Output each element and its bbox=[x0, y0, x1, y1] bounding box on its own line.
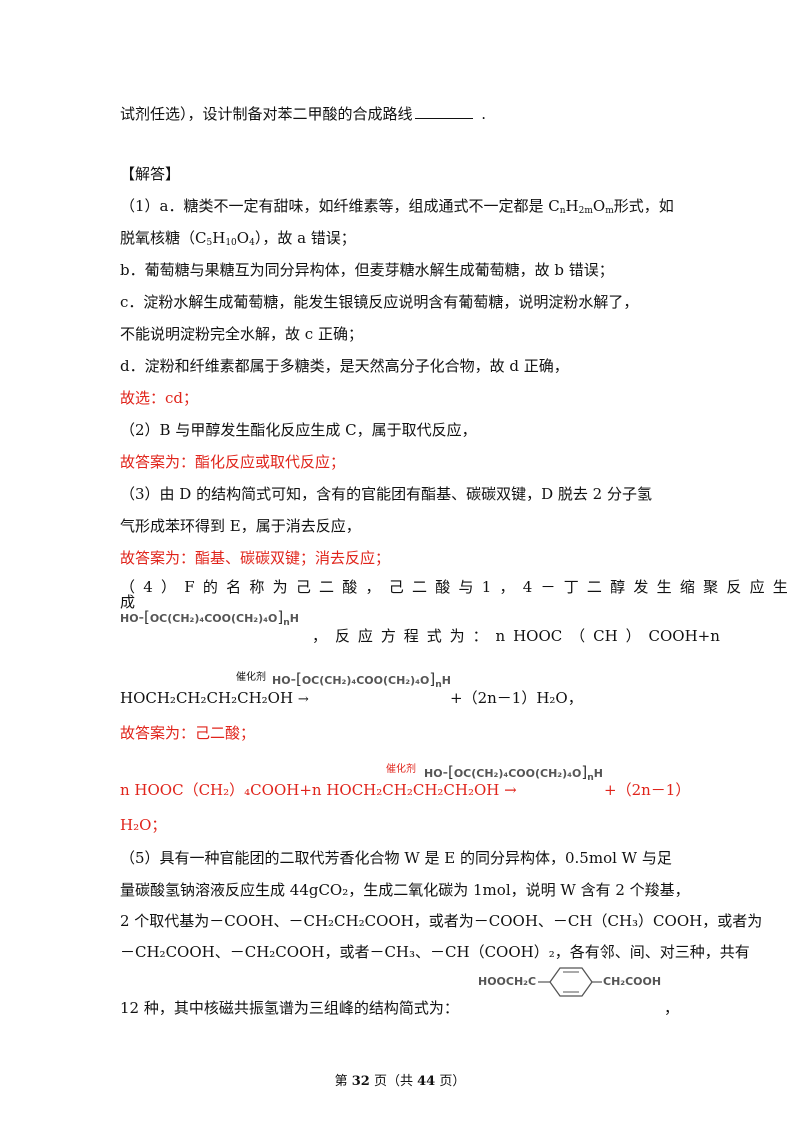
justified-word: 丁 bbox=[563, 578, 579, 596]
answer-line: +（2n－1） bbox=[604, 781, 691, 799]
justified-word: ） bbox=[625, 627, 641, 645]
text-line: 2 个取代基为－COOH、－CH₂CH₂COOH，或者为－COOH、－CH（CH… bbox=[120, 912, 763, 930]
answer-line: n HOOC（CH₂）₄COOH+n HOCH₂CH₂CH₂CH₂OH → bbox=[120, 781, 517, 799]
justified-word: 二 bbox=[586, 578, 602, 596]
justified-word: 二 bbox=[411, 578, 427, 596]
justified-word: 称 bbox=[249, 578, 265, 596]
justified-word: 酸 bbox=[435, 578, 451, 596]
text-line: b．葡萄糖与果糖互为同分异构体，但麦芽糖水解生成葡萄糖，故 b 错误； bbox=[120, 261, 614, 279]
text-line: －CH₂COOH、－CH₂COOH，或者－CH₃、－CH（COOH）₂，各有邻、… bbox=[120, 943, 750, 961]
answer-line: 故答案为：酯化反应或取代反应； bbox=[120, 453, 346, 471]
justified-word: 二 bbox=[319, 578, 335, 596]
polymer-formula: HO-[OC(CH₂)₄COO(CH₂)₄O]nH bbox=[272, 670, 451, 691]
text-line: 气形成苯环得到 E，属于消去反应， bbox=[120, 517, 361, 535]
justified-word: 己 bbox=[295, 578, 311, 596]
justified-word: 方 bbox=[380, 627, 396, 645]
justified-word: 反 bbox=[334, 627, 350, 645]
text-line: （1）a．糖类不一定有甜味，如纤维素等，组成通式不一定都是 CnH2mOm形式，… bbox=[120, 197, 674, 216]
catalyst-label: 催化剂 bbox=[386, 764, 416, 775]
text-line: （2）B 与甲醇发生酯化反应生成 C，属于取代反应， bbox=[120, 421, 477, 439]
text-line: 量碳酸氢钠溶液反应生成 44gCO₂，生成二氧化碳为 1mol，说明 W 含有 … bbox=[120, 881, 690, 899]
text-line: d．淀粉和纤维素都属于多糖类，是天然高分子化合物，故 d 正确， bbox=[120, 357, 569, 375]
justified-word: （ bbox=[120, 578, 136, 596]
text-line: （5）具有一种官能团的二取代芳香化合物 W 是 E 的同分异构体，0.5mol … bbox=[120, 849, 672, 867]
justified-word: 己 bbox=[388, 578, 404, 596]
text-line: 试剂任选），设计制备对苯二甲酸的合成路线 . bbox=[120, 104, 487, 123]
answer-blank bbox=[414, 104, 473, 119]
justified-word: ： bbox=[472, 627, 488, 645]
justified-word: ， bbox=[365, 578, 381, 596]
text-line: 不能说明淀粉完全水解，故 c 正确； bbox=[120, 325, 363, 343]
answer-line: H₂O； bbox=[120, 816, 167, 834]
polymer-formula: HO-[OC(CH₂)₄COO(CH₂)₄O]nH bbox=[424, 763, 603, 784]
answer-line: 故答案为：己二酸； bbox=[120, 724, 256, 742]
reaction-arrow-icon: → bbox=[297, 692, 309, 707]
structure-right-group: CH₂COOH bbox=[603, 975, 661, 988]
justified-word: （ bbox=[570, 627, 586, 645]
page-total: 44 bbox=[417, 1074, 436, 1089]
text-line: 成 bbox=[120, 593, 136, 611]
justified-word: 发 bbox=[633, 578, 649, 596]
structure-left-group: HOOCH₂C bbox=[478, 975, 536, 988]
justified-word: ， bbox=[312, 627, 328, 645]
page-number: 32 bbox=[351, 1074, 370, 1089]
justified-word: 与 bbox=[458, 578, 474, 596]
justified-word: 名 bbox=[226, 578, 242, 596]
justified-word: 的 bbox=[202, 578, 218, 596]
text-line: 12 种，其中核磁共振氢谱为三组峰的结构简式为： bbox=[120, 999, 459, 1017]
justified-word: 为 bbox=[272, 578, 288, 596]
answer-line: 故选：cd； bbox=[120, 389, 199, 407]
text-line-justified: ， 反应方程式为 ： n HOOC （ CH ） COOH+n bbox=[312, 626, 720, 646]
justified-word: 醇 bbox=[610, 578, 626, 596]
justified-word: n bbox=[495, 627, 506, 645]
text-line: （3）由 D 的结构简式可知，含有的官能团有酯基、碳碳双键，D 脱去 2 分子氢 bbox=[120, 485, 652, 503]
justified-word: 为 bbox=[449, 627, 465, 645]
justified-word: 反 bbox=[726, 578, 742, 596]
justified-word: 缩 bbox=[679, 578, 695, 596]
justified-word: 生 bbox=[656, 578, 672, 596]
justified-word: 式 bbox=[426, 627, 442, 645]
justified-word: 4 bbox=[522, 578, 533, 596]
benzene-structure: HOOCH₂C CH₂COOH bbox=[478, 967, 661, 997]
justified-word: 酸 bbox=[342, 578, 358, 596]
justified-word: ） bbox=[161, 578, 177, 596]
justified-word: HOOC bbox=[513, 627, 563, 645]
answer-heading: 【解答】 bbox=[120, 165, 181, 183]
justified-word: 应 bbox=[357, 627, 373, 645]
justified-word: F bbox=[184, 578, 195, 596]
reaction-arrow-icon: → bbox=[504, 781, 517, 799]
justified-word: 程 bbox=[403, 627, 419, 645]
text-line: 脱氧核糖（C5H10O4），故 a 错误； bbox=[120, 229, 356, 248]
text-line: c．淀粉水解生成葡萄糖，能发生银镜反应说明含有葡萄糖，说明淀粉水解了， bbox=[120, 293, 639, 311]
justified-word: 4 bbox=[143, 578, 153, 596]
text-line: HOCH₂CH₂CH₂CH₂OH → bbox=[120, 689, 309, 707]
answer-line: 故答案为：酯基、碳碳双键；消去反应； bbox=[120, 549, 391, 567]
justified-word: 1 bbox=[481, 578, 492, 596]
justified-word: 应 bbox=[749, 578, 765, 596]
polymer-formula: HO-[OC(CH₂)₄COO(CH₂)₄O]nH bbox=[120, 608, 299, 629]
text-line: ， bbox=[664, 999, 680, 1017]
catalyst-label: 催化剂 bbox=[236, 672, 266, 683]
justified-word: 生 bbox=[772, 578, 788, 596]
justified-word: － bbox=[540, 578, 556, 596]
page-footer: 第 32 页（共 44 页） bbox=[334, 1074, 466, 1089]
justified-word: CH bbox=[593, 627, 618, 645]
justified-word: ， bbox=[499, 578, 515, 596]
text-line: +（2n－1）H₂O， bbox=[450, 689, 583, 707]
justified-word: COOH+n bbox=[648, 627, 720, 645]
justified-word: 聚 bbox=[703, 578, 719, 596]
